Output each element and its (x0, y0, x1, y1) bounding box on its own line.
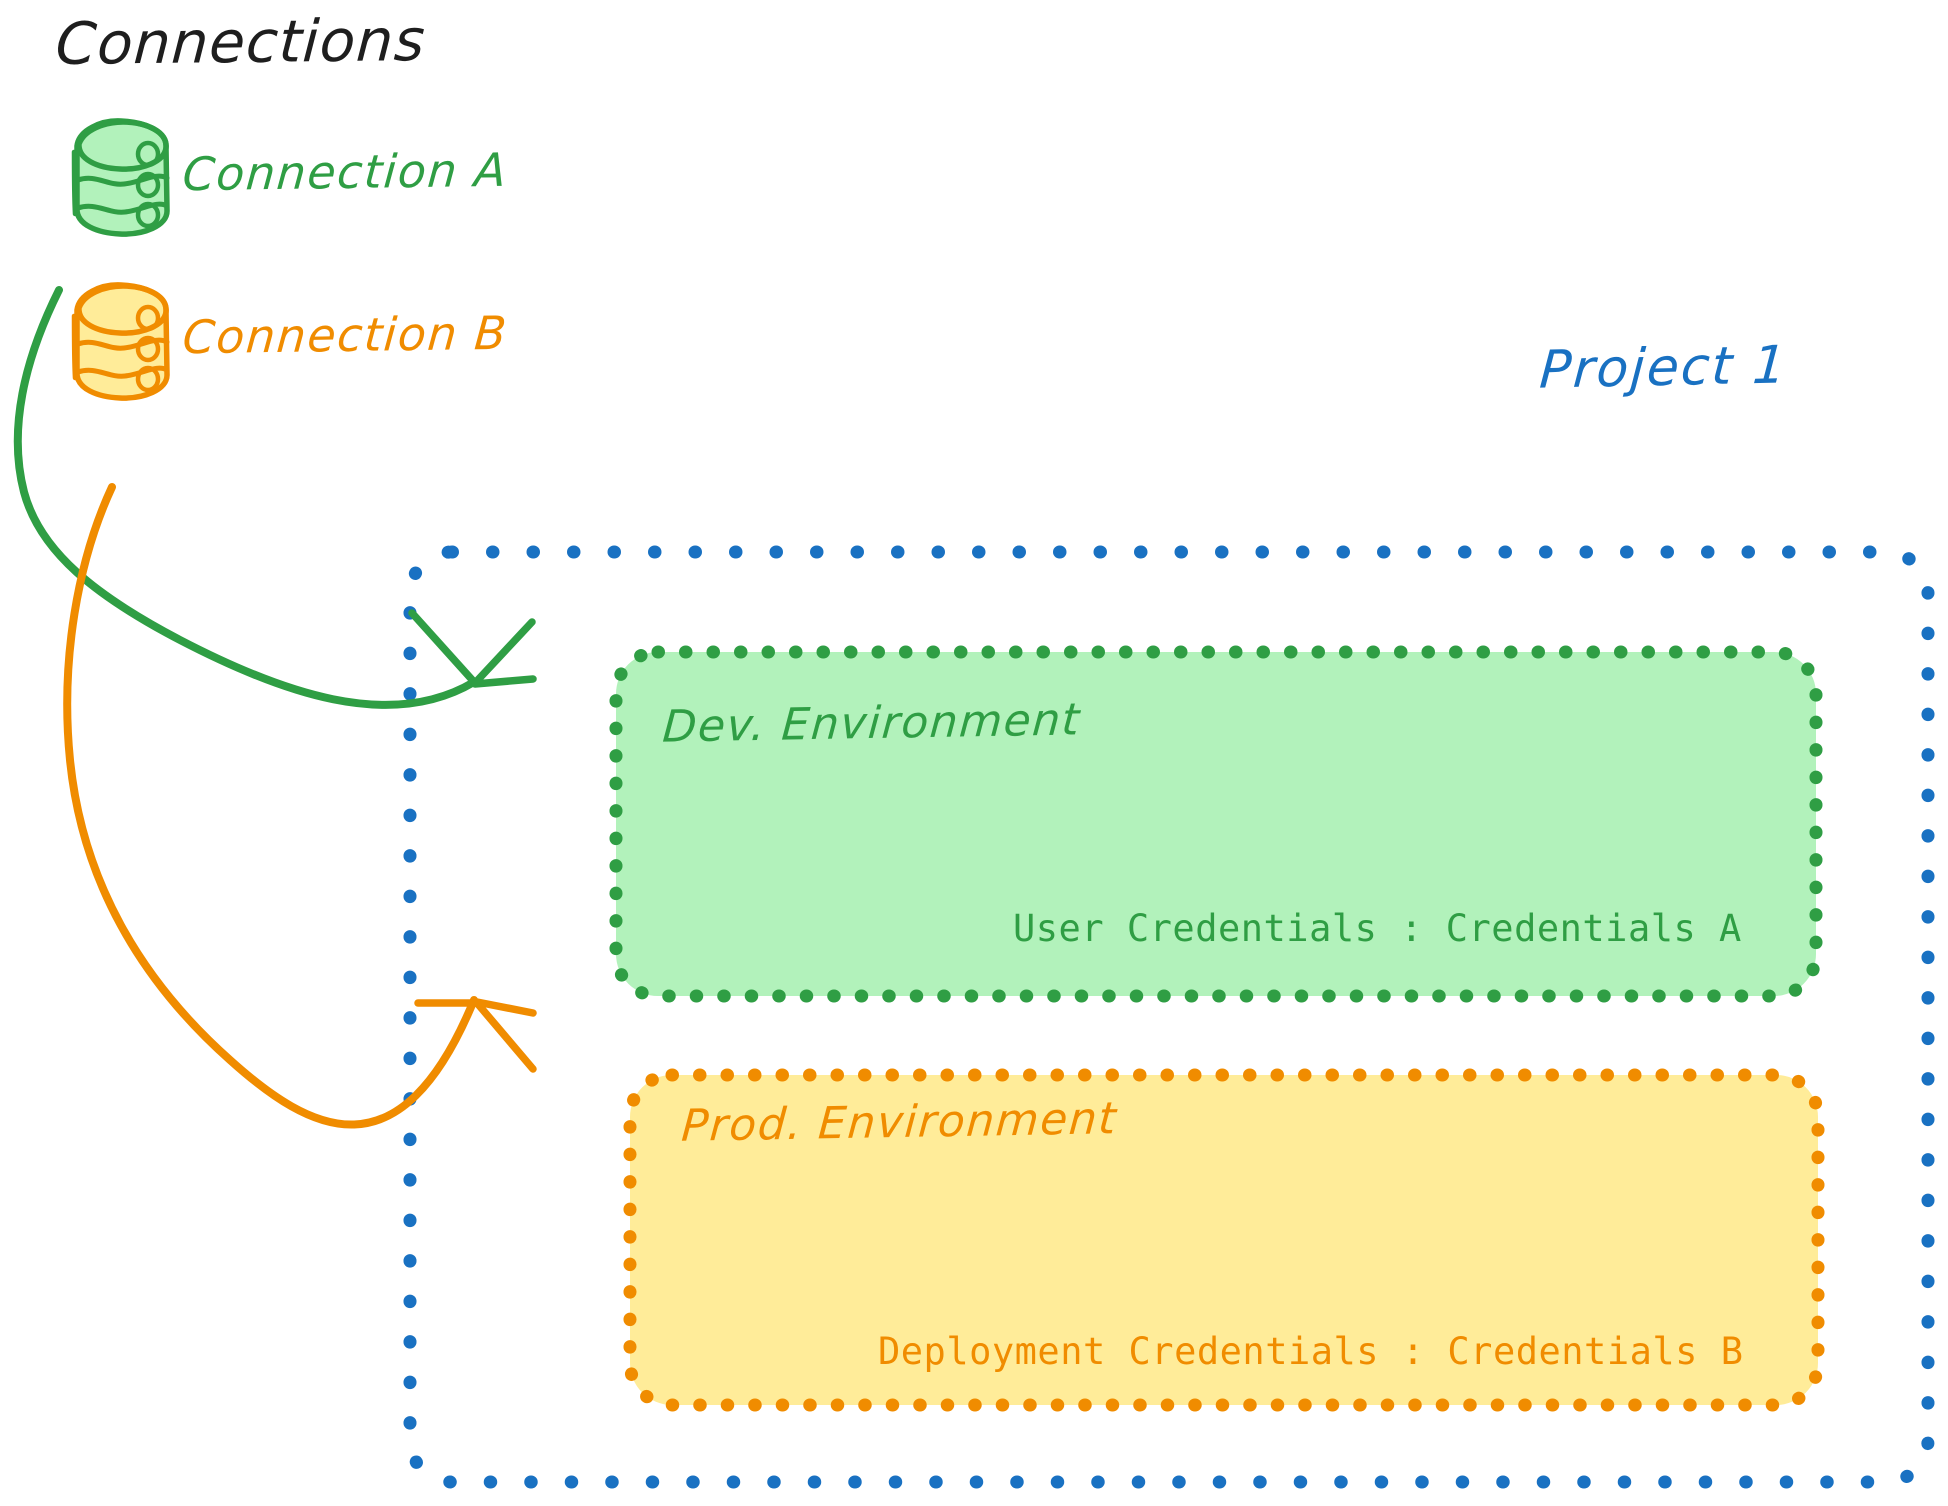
connection-b-cylinder-led-3 (135, 365, 161, 393)
arrow-connection-a-head-top (408, 609, 479, 687)
connection-a-cylinder-led-3 (135, 201, 161, 229)
arrow-connection-a-to-dev (13, 286, 537, 709)
connection-a-cylinder-band-2 (75, 201, 170, 215)
connection-b-cylinder-left-edge (71, 313, 78, 381)
connection-b-cylinder-top (76, 283, 169, 336)
connection-a-cylinder-led-2 (135, 171, 161, 199)
arrow-connection-a-path (13, 286, 478, 709)
connection-b-cylinder-led-2 (135, 335, 161, 363)
connection-b-cylinder-band-2 (75, 365, 170, 379)
arrow-connection-a-head-upper (471, 618, 536, 687)
arrow-connection-b-to-prod (63, 483, 537, 1129)
connection-a-cylinder-led-1 (135, 140, 161, 168)
dev-environment-fill (616, 652, 1816, 996)
arrow-connection-b-head-lower (473, 999, 537, 1073)
connection-a-cylinder-left-edge (71, 149, 78, 217)
prod-environment-dotted-border (623, 1068, 1825, 1412)
arrow-connection-a-head-lower (471, 675, 537, 688)
connection-b-cylinder-led-1 (135, 304, 161, 332)
connection-b-database-icon[interactable] (71, 282, 170, 401)
dev-environment-box[interactable] (609, 645, 1823, 1003)
arrow-connection-b-path (63, 483, 478, 1129)
prod-environment-fill (630, 1075, 1818, 1405)
connection-a-cylinder-top (76, 119, 169, 172)
project-1-dotted-border (403, 545, 1935, 1489)
arrow-connection-b-head-upper (473, 998, 537, 1017)
project-1-container[interactable] (403, 545, 1935, 1489)
prod-environment-box[interactable] (623, 1068, 1825, 1412)
connection-a-database-icon[interactable] (71, 118, 170, 237)
dev-environment-dotted-border (609, 645, 1823, 1003)
